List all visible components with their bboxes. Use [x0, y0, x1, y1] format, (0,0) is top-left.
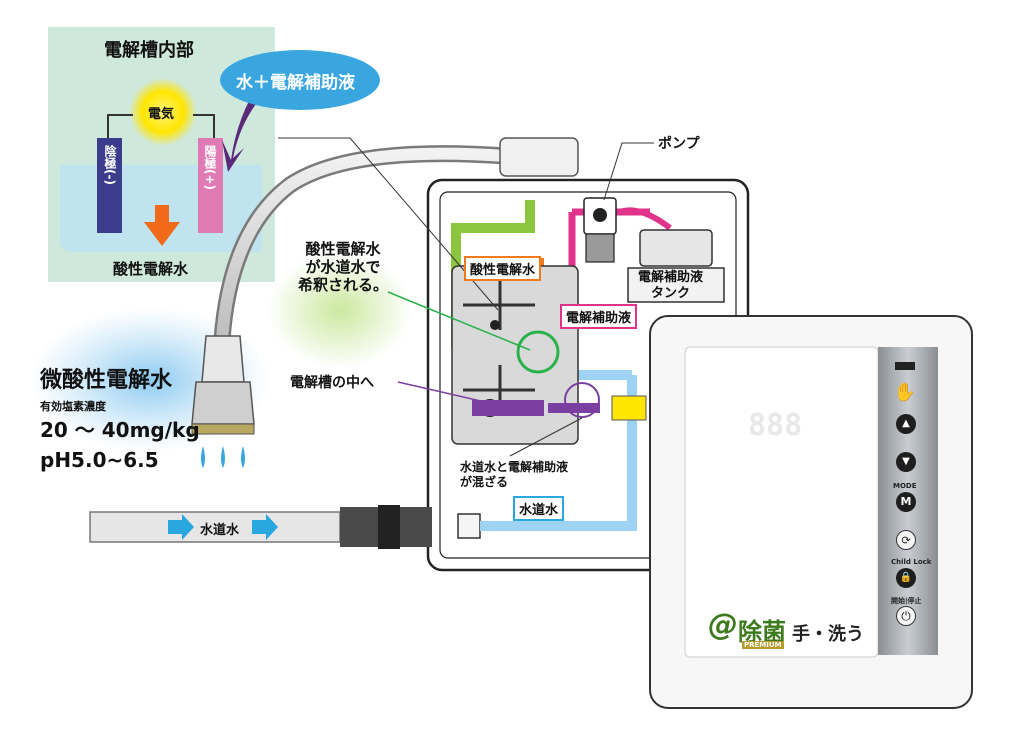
electricity-label: 電気: [148, 107, 175, 122]
pipe-nut: [378, 505, 400, 549]
panel-title: 電解槽内部: [104, 40, 194, 61]
mix-note: 水道水と電解補助液 が混ざる: [460, 460, 569, 489]
leader-line: [397, 381, 521, 411]
mix-point-circle: [516, 330, 560, 374]
input-bubble: [220, 50, 380, 110]
anode: [198, 138, 223, 233]
lock-icon: 🔒: [899, 572, 913, 583]
input-bubble-label: 水＋電解補助液: [236, 73, 355, 93]
pump-rotor: [593, 208, 607, 222]
acid-water-label: 酸性電解水: [464, 256, 542, 281]
green-glow: [268, 252, 412, 368]
pump-motor: [585, 233, 615, 263]
dilution-note: 酸性電解水 が水道水で 希釈される。: [298, 240, 389, 294]
concentration-value: 20 ～ 40mg/kg: [40, 418, 200, 442]
child-lock-label: Child Lock: [891, 558, 932, 566]
brand-at: @: [708, 608, 738, 643]
indicator-light: [895, 362, 915, 370]
up-arrow-icon: ▲: [902, 418, 910, 429]
leader-line: [603, 142, 654, 201]
leader-line: [509, 417, 583, 457]
cathode-label: 陰極(-): [103, 145, 117, 185]
start-stop-label: 開始|停止: [891, 597, 922, 605]
sun-icon: [129, 78, 197, 146]
output-title: 微酸性電解水: [40, 368, 173, 393]
additive-pipe: [619, 207, 672, 231]
inlet-valve: [457, 513, 481, 539]
child-lock-button[interactable]: 🔒: [896, 568, 916, 588]
tank-cap: [639, 229, 713, 267]
tank-label: 電解補助液 タンク: [638, 270, 704, 301]
t-joint: [611, 395, 647, 421]
refresh-icon: ⟳: [901, 534, 911, 547]
mode-button[interactable]: M: [896, 492, 916, 512]
power-icon: ⏻: [901, 609, 911, 623]
nozzle-tip: [191, 423, 255, 435]
leader-line: [387, 291, 531, 351]
tap-water-pipe-label: 水道水: [200, 523, 240, 538]
down-button[interactable]: ▼: [896, 452, 916, 472]
up-button[interactable]: ▲: [896, 414, 916, 434]
hand-icon: ✋: [894, 381, 916, 403]
flow-arrow-icon: [168, 514, 194, 540]
tap-water-box: 水道水: [513, 496, 565, 521]
brand-tag: 手・洗う: [792, 624, 864, 645]
hose: [216, 147, 512, 346]
tap-water-pipe: [480, 375, 637, 531]
additive-label: 電解補助液: [560, 304, 638, 329]
brand-sub: PREMIUM: [742, 641, 784, 649]
timer-button[interactable]: ⟳: [896, 530, 916, 550]
cathode: [97, 138, 122, 233]
inlet-pipe: [89, 511, 341, 543]
power-button[interactable]: ⏻: [896, 606, 916, 626]
water-drops-icon: [201, 446, 245, 468]
mix-point-circle: [564, 382, 600, 418]
into-cell-label: 電解槽の中へ: [290, 375, 374, 391]
pump-label: ポンプ: [658, 136, 700, 152]
nozzle-top: [201, 335, 245, 383]
flow-arrow-icon: [252, 514, 278, 540]
leader-line: [278, 137, 499, 311]
down-arrow-icon: [144, 205, 180, 246]
mode-label: MODE: [893, 482, 917, 490]
cell-port: [490, 320, 500, 330]
tank: [627, 267, 725, 303]
concentration-label: 有効塩素濃度: [40, 400, 106, 413]
ph-value: pH5.0~6.5: [40, 448, 159, 472]
nozzle: [191, 381, 255, 425]
down-arrow-icon: ▼: [902, 456, 910, 467]
hose-connector: [499, 137, 579, 177]
anode-label: 陽極(+): [203, 145, 217, 191]
product-label: 酸性電解水: [113, 260, 189, 278]
display: 888: [748, 408, 803, 443]
